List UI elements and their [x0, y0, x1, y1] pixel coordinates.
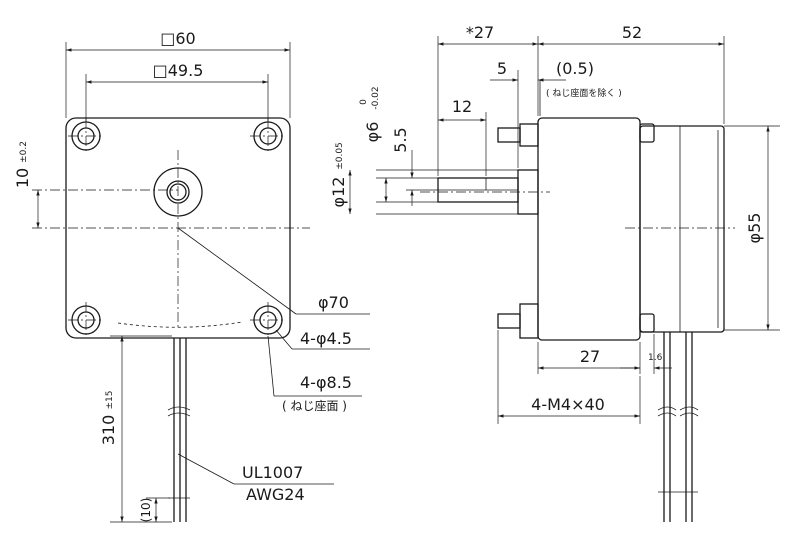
stud-top [497, 123, 539, 147]
dim-shaft-offset-tol: ±0.2 [19, 141, 29, 163]
dim-gap: (0.5) [556, 59, 594, 78]
dim-seat-dia: 4-φ8.5 [300, 373, 352, 392]
dim-hole-pitch: □49.5 [153, 61, 204, 80]
dim-shaft-step: 5 [497, 59, 507, 78]
note-seat: ( ねじ座面 ) [282, 398, 347, 413]
dim-shaft-dia-lower: -0.02 [371, 86, 381, 109]
dim-boss-dia: φ12 [329, 177, 348, 208]
side-view: *27 52 5 (0.5) ( ねじ座面を除く ) 12 5.5 φ6 0 -… [329, 23, 780, 522]
stud-bottom [497, 303, 539, 339]
dim-circle-dia: φ70 [318, 293, 349, 312]
dim-stud-offset: 27 [580, 347, 600, 366]
dim-lead-length-tol: ±15 [105, 391, 115, 410]
wire-spec-ul: UL1007 [242, 463, 303, 482]
dim-flange-gap: 1.6 [648, 353, 663, 363]
dim-flat-depth: 5.5 [391, 127, 410, 152]
phi70-arc [117, 321, 243, 328]
mount-hole-bottom-left [71, 305, 101, 335]
dim-stud-spec: 4-M4×40 [531, 395, 605, 414]
dim-shaft-dia: φ6 [363, 122, 382, 143]
dim-boss-dia-tol: ±0.05 [335, 142, 345, 170]
mount-hole-bottom-right [253, 305, 283, 335]
dim-body-length: 52 [622, 23, 642, 42]
dim-shaft-length: *27 [466, 23, 494, 42]
dim-shaft-dia-upper: 0 [359, 99, 369, 105]
shaft-boss [153, 167, 203, 217]
wire-spec-awg: AWG24 [246, 485, 305, 504]
lead-wires-front [167, 338, 191, 522]
gear-housing [639, 125, 725, 333]
dim-strip-length: (10) [139, 498, 153, 523]
dim-flat-length: 12 [452, 97, 472, 116]
dim-outer-square: □60 [160, 29, 195, 48]
dim-lead-length: 310 [99, 415, 118, 446]
dim-mount-hole: 4-φ4.5 [300, 329, 352, 348]
dim-shaft-offset: 10 [13, 168, 32, 188]
note-gap: ( ねじ座面を除く ) [546, 87, 622, 99]
front-view: □60 □49.5 10 ±0.2 φ70 4-φ4.5 4-φ8.5 ( ねじ… [13, 29, 370, 523]
dim-housing-dia: φ55 [745, 213, 764, 244]
lead-wires-side [657, 332, 699, 522]
motor-housing [537, 117, 641, 341]
